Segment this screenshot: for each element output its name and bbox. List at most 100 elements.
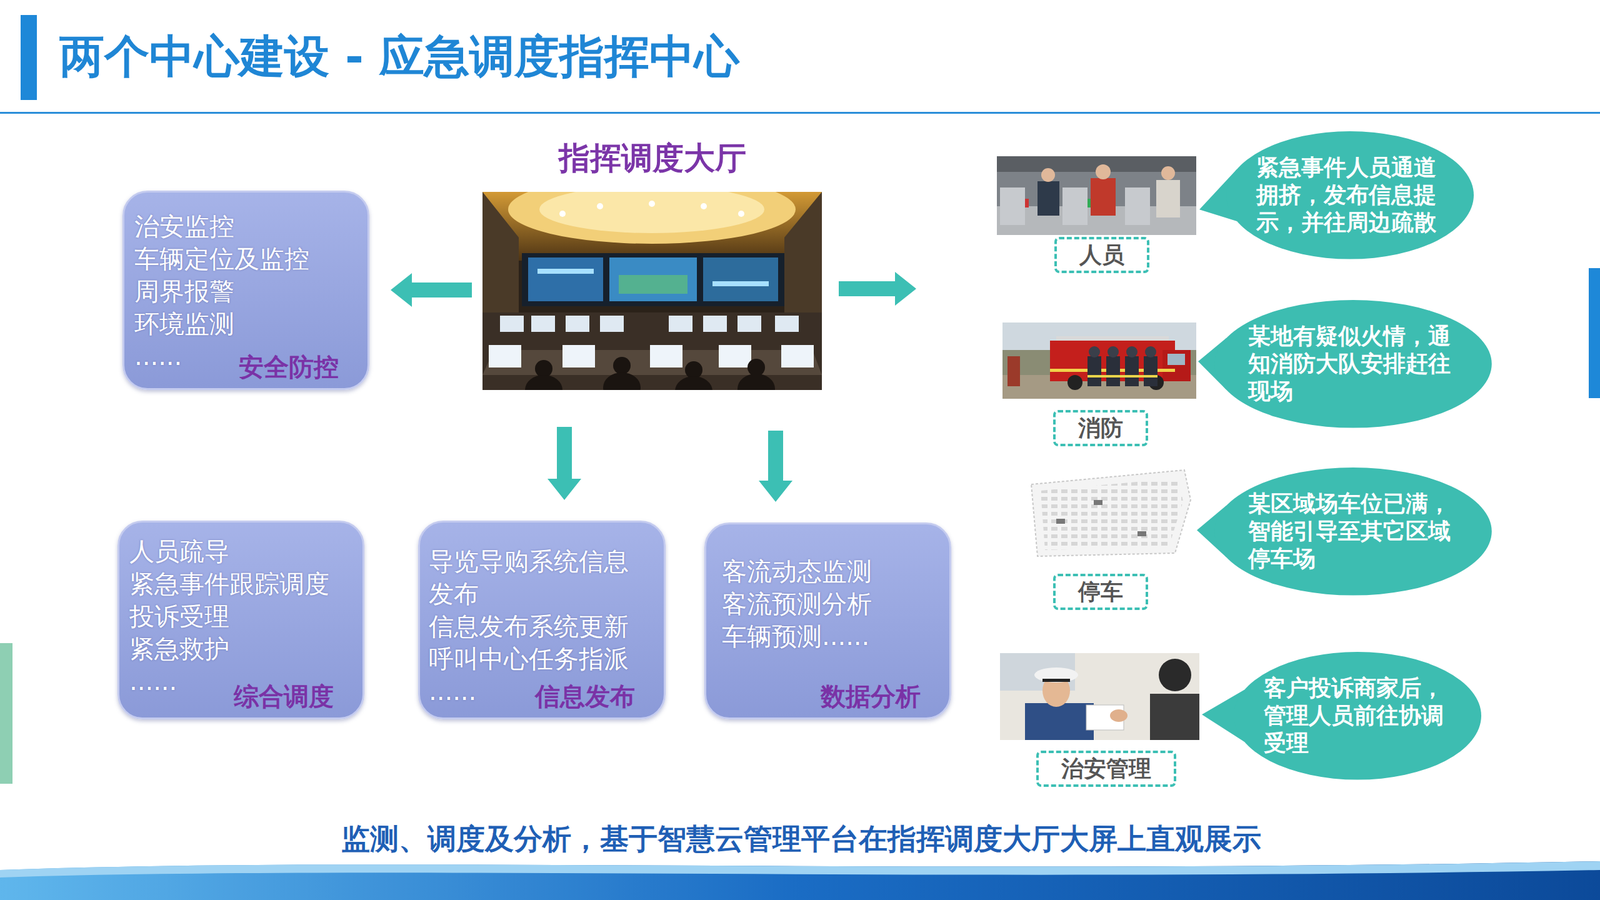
sky (1002, 322, 1197, 399)
citizen (1150, 693, 1200, 740)
function-box: 客流动态监测客流预测分析车辆预测...... 数据分析 (704, 522, 952, 720)
dashed-tag: 人员 (1054, 236, 1150, 274)
fire-photo (1002, 322, 1197, 399)
lot-slots (1040, 478, 1184, 550)
title-bar (20, 15, 37, 100)
list-item: 呼叫中心任务指派 (428, 642, 642, 675)
bubble-line: 某区域场车位已满，智能引导至其它区域停车场 (1248, 490, 1459, 573)
bubble-body (1214, 467, 1492, 596)
hall-heading: 指挥调度大厅 (482, 140, 822, 176)
flow-arrow (547, 426, 582, 500)
screen-chart (712, 281, 769, 287)
gate (1125, 187, 1150, 225)
firefighter (1007, 356, 1020, 387)
monitor (600, 315, 624, 332)
list-item: 紧急救护 (129, 632, 355, 665)
firefighter (1088, 346, 1100, 358)
item-list: 治安监控车辆定位及监控周界报警环境监测...... (124, 192, 360, 373)
tag-text: 消防 (1078, 413, 1124, 443)
list-item: 投诉受理 (129, 600, 355, 633)
hand (1110, 709, 1128, 722)
operator (603, 372, 641, 390)
spot-light (648, 200, 655, 207)
flow-arrow (758, 430, 793, 502)
bubble-body (1214, 300, 1492, 429)
spot-light (700, 203, 707, 210)
screen-panel (528, 257, 604, 302)
screen-chart (537, 268, 594, 274)
monitor (775, 315, 799, 332)
dashed-tag: 消防 (1053, 410, 1149, 447)
passenger (1161, 166, 1175, 180)
flow-arrow (390, 273, 472, 307)
speech-bubble: 某地有疑似火情，通知消防大队安排赶往现场 (1196, 298, 1494, 430)
truck-window (1167, 353, 1185, 365)
list-item: 紧急事件跟踪调度 (129, 567, 355, 600)
ceiling-light (508, 191, 796, 244)
firefighter (1087, 356, 1102, 387)
bubble-line: 某地有疑似火情，通知消防大队安排赶往现场 (1248, 322, 1459, 405)
passenger (1156, 180, 1180, 218)
operator (685, 361, 703, 379)
uniform (1025, 703, 1094, 740)
box-heading: 安全防控 (238, 351, 339, 382)
list-item: 车辆定位及监控 (134, 242, 360, 275)
screen-panel (609, 257, 697, 302)
screen-wall (521, 253, 785, 307)
speech-bubble: 某区域场车位已满，智能引导至其它区域停车场 (1195, 466, 1494, 597)
bubble-text: 客户投诉商家后，管理人员前往协调受理 (1263, 674, 1452, 757)
map-mark (1093, 500, 1103, 505)
bubble-body (1233, 651, 1482, 780)
photo-ground (1000, 653, 1200, 740)
edge-bar (1588, 268, 1600, 399)
monitor (565, 315, 590, 332)
tag-text: 治安管理 (1061, 754, 1152, 784)
list-item: 环境监测 (134, 307, 360, 340)
bubble-body (1226, 131, 1474, 260)
monitor (650, 345, 683, 368)
operator (675, 376, 713, 390)
tag-text: 人员 (1079, 240, 1125, 270)
face (1042, 674, 1070, 707)
reflective-stripe (1087, 375, 1158, 378)
box-heading: 信息发布 (535, 681, 635, 712)
function-box: 导览导购系统信息发布信息发布系统更新呼叫中心任务指派......信息发布 (418, 520, 666, 720)
bottom-wave (0, 861, 1600, 878)
list-item: 客流动态监测 (721, 555, 941, 588)
monitor (703, 315, 727, 332)
firefighter (1126, 346, 1138, 358)
speech-bubble: 紧急事件人员通道拥挤，发布信息提示，并往周边疏散 (1198, 130, 1475, 261)
list-item: 客流预测分析 (721, 587, 941, 620)
control-hall-photo (482, 191, 822, 390)
list-item: 信息发布系统更新 (428, 610, 642, 643)
operator (535, 360, 553, 378)
list-item: 治安监控 (134, 210, 360, 243)
monitor (562, 345, 595, 368)
map-mark (1056, 518, 1065, 524)
bubble-text: 紧急事件人员通道拥挤，发布信息提示，并往周边疏散 (1256, 153, 1444, 237)
item-list: 客流动态监测客流预测分析车辆预测...... (706, 524, 941, 653)
ladder (1056, 336, 1169, 342)
dashed-tag: 治安管理 (1036, 750, 1177, 787)
police-photo (1000, 653, 1200, 740)
item-list: 人员疏导紧急事件跟踪调度投诉受理紧急救护...... (119, 522, 355, 698)
passenger (1090, 178, 1116, 216)
spot-light (559, 210, 566, 217)
operator (737, 373, 775, 390)
gate (1000, 187, 1025, 225)
box-heading: 综合调度 (233, 681, 334, 712)
firefighter (1106, 356, 1120, 387)
passenger (1037, 181, 1060, 216)
screen-panel (703, 257, 779, 302)
flow-arrow (838, 271, 917, 306)
screen-chart (618, 275, 688, 294)
dashed-tag: 停车 (1053, 573, 1149, 610)
firefighter (1145, 346, 1157, 358)
box-heading: 数据分析 (820, 681, 921, 712)
spot-light (596, 203, 604, 210)
monitor (737, 315, 762, 332)
list-item: 导览导购系统信息发布 (428, 545, 642, 610)
bottom-band (0, 861, 1600, 900)
monitor (781, 345, 814, 368)
gate-light (1025, 198, 1029, 208)
